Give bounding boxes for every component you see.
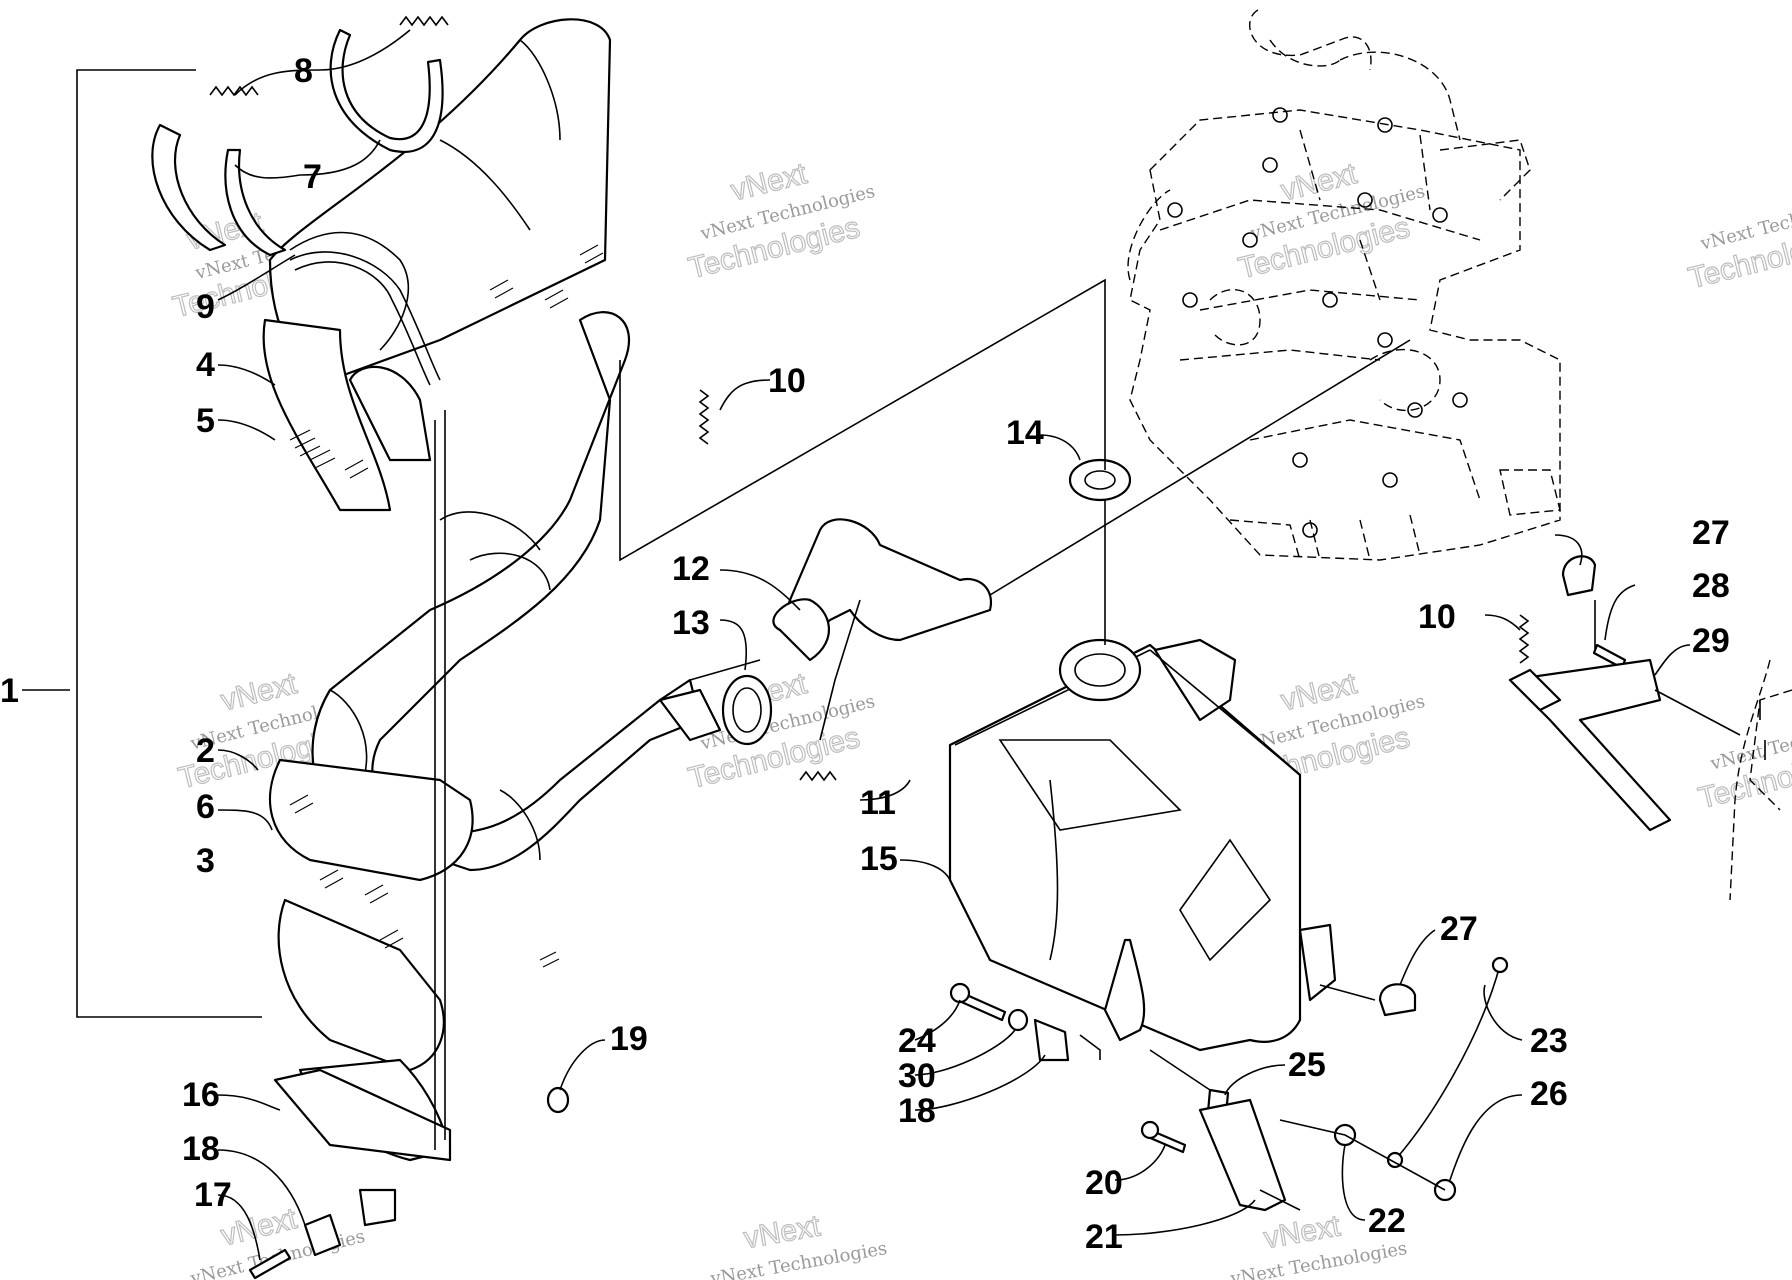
callout-15: 15 <box>860 840 898 878</box>
callout-2: 2 <box>196 732 215 770</box>
callout-18: 18 <box>182 1130 220 1168</box>
callout-10: 10 <box>1418 598 1456 636</box>
callout-11: 11 <box>860 784 896 822</box>
callout-18: 18 <box>898 1092 936 1130</box>
callout-numbers: 1 2 3 4 5 6 7 8 9 10 10 11 12 13 14 15 1… <box>0 52 1730 1256</box>
callout-19: 19 <box>610 1020 648 1058</box>
callout-26: 26 <box>1530 1075 1568 1113</box>
exploded-view-lines <box>434 278 1741 1211</box>
callout-22: 22 <box>1368 1202 1406 1240</box>
callout-13: 13 <box>672 604 710 642</box>
callout-20: 20 <box>1085 1164 1123 1202</box>
callout-27: 27 <box>1692 514 1730 552</box>
callout-1: 1 <box>0 672 19 710</box>
watermark-vnext: vNext <box>1261 1209 1343 1255</box>
callout-leaders <box>217 29 1691 1261</box>
callout-10: 10 <box>768 362 806 400</box>
callout-7: 7 <box>303 158 322 196</box>
callout-8: 8 <box>294 52 313 90</box>
exhaust-manifold <box>658 518 993 746</box>
reservoir-tank <box>948 638 1337 1052</box>
callout-27: 27 <box>1440 910 1478 948</box>
fasteners <box>248 555 1672 1280</box>
callout-17: 17 <box>194 1176 232 1214</box>
callout-25: 25 <box>1288 1046 1326 1084</box>
callout-14: 14 <box>1006 414 1044 452</box>
heat-shield-mesh <box>289 244 604 968</box>
engine-block-outline <box>1127 9 1561 561</box>
callout-28: 28 <box>1692 567 1730 605</box>
callout-6: 6 <box>196 788 215 826</box>
callout-24: 24 <box>898 1022 936 1060</box>
expansion-chamber-pipe <box>311 311 702 872</box>
callout-12: 12 <box>672 550 710 588</box>
callout-9: 9 <box>196 288 215 326</box>
mounting-springs <box>209 15 1530 664</box>
watermark-vnext: vNext <box>741 1209 823 1255</box>
callout-16: 16 <box>182 1076 220 1114</box>
silencer-shell <box>262 18 612 512</box>
callout-4: 4 <box>196 346 215 384</box>
callout-29: 29 <box>1692 622 1730 660</box>
grommet <box>1068 458 1132 502</box>
assembly-bracket <box>22 69 262 1018</box>
right-edge-component <box>1729 659 1792 901</box>
callout-3: 3 <box>196 842 215 880</box>
callout-23: 23 <box>1530 1022 1568 1060</box>
callout-30: 30 <box>898 1057 936 1095</box>
callout-21: 21 <box>1085 1218 1123 1256</box>
callout-5: 5 <box>196 402 215 440</box>
mounting-straps <box>151 28 444 257</box>
